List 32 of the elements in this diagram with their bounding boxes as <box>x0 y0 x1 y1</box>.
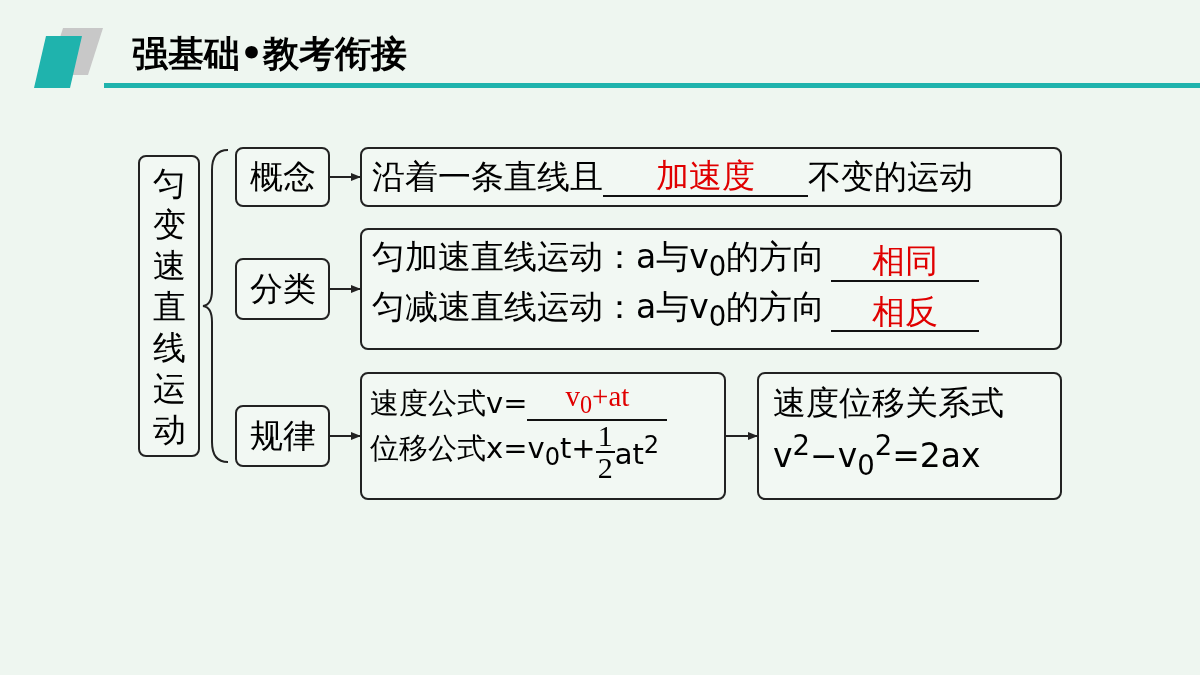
answer-blank: 加速度 <box>603 157 808 197</box>
arrow <box>329 285 361 293</box>
arrow <box>329 432 361 440</box>
category-label: 概念 <box>249 158 316 196</box>
classification-box <box>360 228 1062 350</box>
arrow <box>329 173 361 181</box>
formula-box <box>360 372 726 500</box>
classification-text: 匀减速直线运动：a与v$_{0}$的方向 <box>372 288 826 333</box>
classification-text: 匀加速直线运动：a与v$_{0}$的方向 <box>372 238 826 283</box>
category-label: 分类 <box>249 270 316 308</box>
definition-text: 沿着一条直线且 <box>372 158 603 196</box>
topic-box <box>138 155 200 457</box>
formula-text: 位移公式x=v$_{0}$t+ <box>370 431 596 472</box>
category-label: 规律 <box>249 417 316 455</box>
answer-blank: v$_{0}$+at <box>527 380 668 421</box>
formula-text: at$^{2}$ <box>614 432 660 472</box>
title: 强基础•教考衔接 <box>132 32 407 76</box>
answer-blank: 相反 <box>831 292 980 333</box>
arrow <box>725 432 758 440</box>
definition-text: 不变的运动 <box>808 158 973 196</box>
formula-text: 速度公式v= <box>370 387 528 421</box>
answer-blank: 相同 <box>831 242 980 283</box>
category-box <box>235 147 330 207</box>
formula-text: v$^{2}$−v$_{0}$$^{2}$=2ax <box>773 429 982 482</box>
definition-box <box>360 147 1062 207</box>
category-box <box>235 258 330 320</box>
category-box <box>235 405 330 467</box>
formula-heading: 速度位移关系式 <box>773 384 1005 422</box>
topic-label: 匀变速直线运动 <box>151 162 187 450</box>
fraction-numerator: 1 <box>595 420 615 453</box>
fraction-denominator: 2 <box>596 452 614 483</box>
formula-box <box>757 372 1062 500</box>
